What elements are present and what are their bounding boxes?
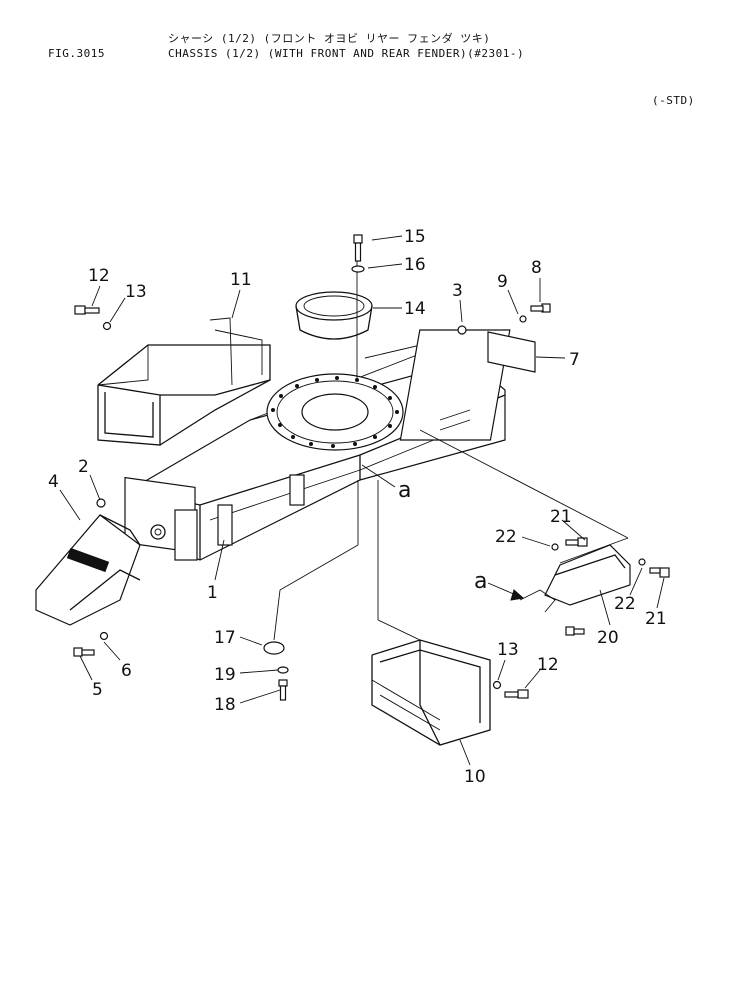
callout-3: 3 — [452, 281, 463, 301]
nut-2 — [96, 498, 106, 508]
callout-15: 15 — [404, 227, 426, 247]
bolt-12-step — [504, 689, 529, 699]
callout-9: 9 — [497, 272, 508, 292]
bolt-15 — [353, 234, 363, 262]
callout-16: 16 — [404, 255, 426, 275]
callout-20: 20 — [597, 628, 619, 648]
main-frame — [124, 329, 511, 561]
callout-13-step: 13 — [497, 640, 519, 660]
callout-21-lower: 21 — [645, 609, 667, 629]
callout-5: 5 — [92, 680, 103, 700]
callout-17: 17 — [214, 628, 236, 648]
callout-19: 19 — [214, 665, 236, 685]
callout-1: 1 — [207, 583, 218, 603]
callout-6: 6 — [121, 661, 132, 681]
washer-6 — [99, 631, 109, 641]
callout-18: 18 — [214, 695, 236, 715]
callout-21-upper: 21 — [550, 507, 572, 527]
front-fender — [35, 514, 141, 626]
bolt-20-small — [565, 626, 585, 636]
plug-17 — [263, 641, 285, 655]
ref-a-lower: a — [474, 569, 487, 594]
front-fender-bracket — [97, 317, 271, 446]
bolt-18 — [278, 679, 288, 701]
washer-9 — [519, 315, 527, 323]
variant-label: (-STD) — [652, 94, 695, 107]
figure-title: CHASSIS (1/2) (WITH FRONT AND REAR FENDE… — [168, 47, 525, 60]
nut-3 — [457, 325, 467, 335]
figure-number: FIG.3015 — [48, 47, 105, 60]
callout-14: 14 — [404, 299, 426, 319]
washer-13-front — [102, 321, 112, 331]
washer-19 — [277, 666, 289, 674]
callout-13-front: 13 — [125, 282, 147, 302]
washer-22-upper — [551, 543, 559, 551]
arrow-a-lower — [510, 589, 525, 601]
title-kana: シャーシ (1/2) (フロント オヨビ リヤー フェンダ ツキ) — [168, 32, 491, 45]
callout-10: 10 — [464, 767, 486, 787]
callout-12-step: 12 — [537, 655, 559, 675]
bolt-21-lower — [649, 567, 670, 578]
bolt-5 — [73, 647, 95, 657]
callout-22-lower: 22 — [614, 594, 636, 614]
callout-2: 2 — [78, 457, 89, 477]
callout-11: 11 — [230, 270, 252, 290]
cover-7 — [487, 331, 536, 373]
callout-8: 8 — [531, 258, 542, 278]
washer-16 — [351, 265, 365, 273]
bolt-12-front — [74, 305, 100, 315]
bolt-8 — [530, 303, 551, 313]
washer-13-step — [492, 680, 502, 690]
callout-22-upper: 22 — [495, 527, 517, 547]
leader-lines — [59, 235, 665, 766]
callout-4: 4 — [48, 472, 59, 492]
step-10 — [371, 639, 491, 746]
callout-12-front: 12 — [88, 266, 110, 286]
swing-circle — [266, 250, 404, 451]
washer-22-lower — [638, 558, 646, 566]
ref-a-upper: a — [398, 478, 411, 503]
callout-7: 7 — [569, 350, 580, 370]
